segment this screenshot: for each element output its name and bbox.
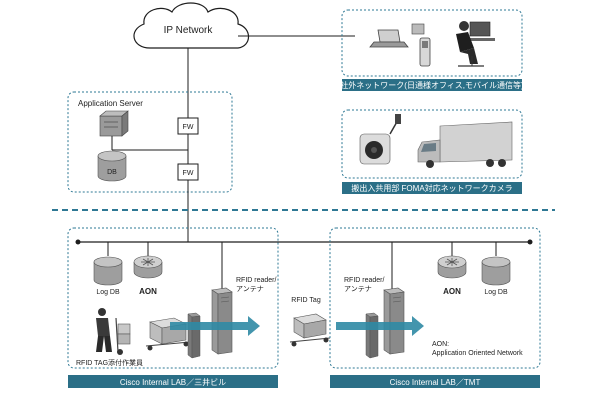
camera-box bbox=[341, 109, 523, 179]
lab-left-caption: Cisco Internal LAB／三井ビル bbox=[120, 377, 226, 387]
lab-right-caption-bar bbox=[330, 375, 540, 388]
log-db-left-icon bbox=[93, 256, 123, 286]
network-camera-icon bbox=[359, 114, 401, 165]
lab-left-group: Log DB AON RFID reader/ アンテナ RFID TAG添付作… bbox=[67, 227, 279, 388]
reader-left-label-line2: アンテナ bbox=[236, 285, 264, 293]
worker-icon bbox=[96, 308, 131, 355]
reader-right-label: RFID reader/ アンテナ bbox=[344, 277, 386, 293]
fw-top-label: FW bbox=[183, 124, 194, 131]
office-worker-icon bbox=[456, 21, 495, 67]
ip-network-label: IP Network bbox=[164, 25, 214, 36]
flow-arrow-right bbox=[336, 316, 424, 336]
aon-left-label: AON bbox=[139, 287, 157, 296]
flow-arrow-left bbox=[170, 316, 260, 336]
rfid-tag-label: RFID Tag bbox=[291, 297, 321, 304]
rfid-reader-left-icon bbox=[211, 287, 233, 355]
aon-note-line1: AON: bbox=[432, 341, 449, 348]
rfid-reader-right-icon bbox=[383, 287, 405, 355]
reader-left-label: RFID reader/ アンテナ bbox=[236, 277, 278, 293]
firewall-bottom: FW bbox=[177, 163, 199, 181]
reader-right-label-line2: アンテナ bbox=[344, 285, 372, 293]
external-network-box bbox=[341, 9, 523, 77]
rfid-tag-group: RFID Tag bbox=[289, 297, 331, 347]
aon-right-label: AON bbox=[443, 287, 461, 296]
log-db-right-label: Log DB bbox=[484, 289, 508, 296]
aon-router-left-icon bbox=[133, 255, 163, 279]
external-caption: 社外ネットワーク(日通様オフィス,モバイル通信等) bbox=[340, 80, 524, 90]
db-cylinder-icon: DB bbox=[97, 150, 127, 182]
backbone-end-left bbox=[75, 239, 81, 245]
application-server-group: Application Server DB FW FW bbox=[67, 91, 233, 193]
external-network-group: 社外ネットワーク(日通様オフィス,モバイル通信等) bbox=[340, 9, 524, 91]
external-caption-bar bbox=[342, 79, 522, 91]
desk-phone-icon bbox=[411, 23, 425, 35]
application-server-title: Application Server bbox=[78, 99, 143, 108]
worker-label: RFID TAG添付作業員 bbox=[76, 358, 143, 367]
fw-bottom-label: FW bbox=[183, 170, 194, 177]
lab-left-caption-bar bbox=[68, 375, 278, 388]
aon-note-line2: Application Oriented Network bbox=[432, 350, 523, 357]
camera-caption-bar bbox=[342, 182, 522, 194]
lab-right-group: RFID reader/ アンテナ AON Log DB bbox=[329, 227, 541, 388]
backbone-end-right bbox=[527, 239, 533, 245]
firewall-top: FW bbox=[177, 117, 199, 135]
truck-icon bbox=[417, 121, 513, 168]
db-label: DB bbox=[107, 169, 117, 176]
laptop-icon bbox=[369, 29, 409, 48]
application-server-box bbox=[67, 91, 233, 193]
lab-right-caption: Cisco Internal LAB／TMT bbox=[390, 378, 481, 387]
antenna-column-left bbox=[187, 312, 201, 359]
camera-group: 搬出入共用部 FOMA対応ネットワークカメラ bbox=[341, 109, 523, 194]
log-db-left-label: Log DB bbox=[96, 289, 120, 296]
camera-caption: 搬出入共用部 FOMA対応ネットワークカメラ bbox=[351, 183, 512, 193]
aon-router-right-icon bbox=[437, 255, 467, 279]
ip-network-cloud: IP Network bbox=[133, 2, 250, 49]
log-db-right-icon bbox=[481, 256, 511, 286]
mobile-phone-icon bbox=[419, 37, 431, 67]
antenna-column-right bbox=[365, 312, 379, 359]
server-icon bbox=[99, 110, 129, 137]
